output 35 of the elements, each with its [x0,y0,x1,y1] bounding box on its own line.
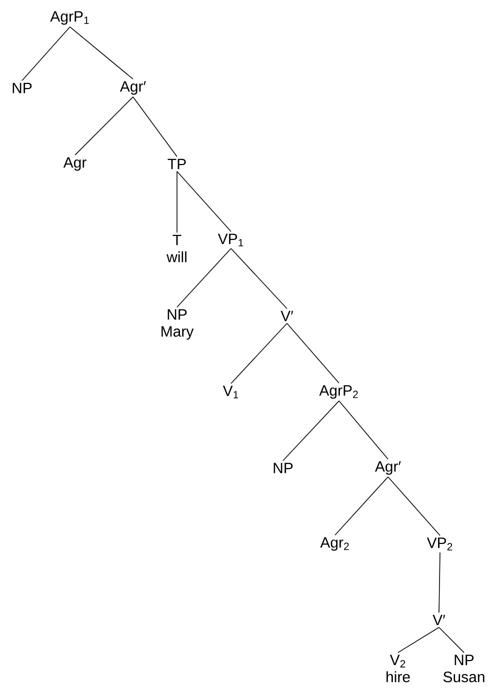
tree-branch [388,476,440,536]
tree-leaf: V$_{2}$ hire [386,654,410,682]
tree-label: NP [12,82,32,94]
tree-label: VP$_{1}$ [218,234,244,246]
tree-label: V′ [280,310,294,322]
tree-branch [438,552,440,614]
tree-leaf: NP Susan [443,654,484,682]
tree-branch [438,626,464,653]
tree-branch [398,626,440,653]
tree-branch [230,248,288,310]
tree-branch [338,400,388,460]
tree-branch [282,400,340,462]
tree-branch [176,170,178,234]
tree-label: TP [168,158,186,170]
tree-leaf: T will [166,234,186,262]
tree-leaf: NP Mary [162,309,194,340]
tree-branch [286,322,340,384]
tree-label: Agr [63,157,86,171]
tree-branch [230,322,288,384]
tree-label: V$_{1}$ [222,386,238,398]
tree-branch [176,248,232,308]
tree-label: NP [274,462,293,474]
tree-label: Agr′ [120,81,146,95]
tree-branch [176,170,232,232]
tree-label: VP$_{2}$ [426,538,452,550]
tree-branch [22,26,70,82]
tree-branch [132,96,178,158]
tree-branch [70,26,134,80]
tree-branch [334,476,388,536]
tree-label: AgrP$_{2}$ [319,385,358,399]
tree-branch [74,96,134,156]
tree-label: Agr′ [374,461,401,475]
tree-label: AgrP$_{1}$ [50,11,89,25]
tree-label: V′ [432,614,446,626]
tree-label: Agr$_{2}$ [320,537,349,551]
